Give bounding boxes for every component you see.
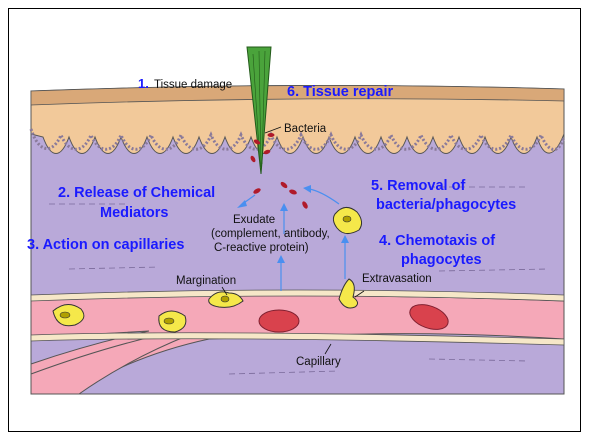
exudate-label-line2: (complement, antibody, [211,228,330,240]
step4-label-line2: phagocytes [401,252,482,268]
step5-label-line2: bacteria/phagocytes [376,197,516,213]
exudate-label-line3: C-reactive protein) [214,242,309,254]
step5-label-line1: 5. Removal of [371,178,465,194]
exudate-label-line1: Exudate [233,214,275,226]
red-blood-cell [259,310,299,332]
step1-label: Tissue damage [154,79,232,91]
inflammation-diagram: 1. Tissue damage 6. Tissue repair 2. Rel… [9,9,582,433]
margination-label: Margination [176,275,236,287]
step1-number: 1. [138,76,149,91]
step2-label-line1: 2. Release of Chemical [58,185,215,201]
extravasation-label: Extravasation [362,273,432,285]
diagram-frame: 1. Tissue damage 6. Tissue repair 2. Rel… [8,8,581,432]
step2-label-line2: Mediators [100,205,169,221]
step6-label: 6. Tissue repair [287,84,393,100]
step3-label: 3. Action on capillaries [27,237,184,253]
bacteria-label: Bacteria [284,123,327,135]
capillary-label: Capillary [296,356,341,368]
step4-label-line1: 4. Chemotaxis of [379,233,495,249]
